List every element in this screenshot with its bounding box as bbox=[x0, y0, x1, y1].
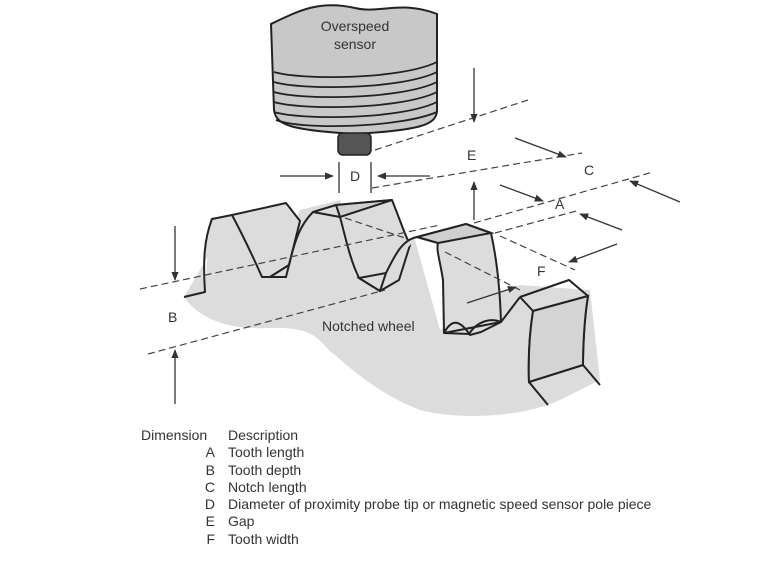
legend-key: F bbox=[206, 530, 215, 547]
legend-description: Tooth depth bbox=[228, 461, 302, 478]
legend-key: D bbox=[204, 496, 215, 513]
legend-row: A Tooth length bbox=[141, 444, 651, 461]
sensor-label-line1: Overspeed bbox=[321, 18, 389, 34]
legend-header: Dimension Description bbox=[141, 427, 651, 444]
dim-label-b: B bbox=[168, 309, 177, 325]
legend-row: F Tooth width bbox=[141, 531, 651, 548]
sensor-tip bbox=[337, 132, 372, 156]
legend-description: Tooth length bbox=[228, 444, 305, 461]
legend-row: D Diameter of proximity probe tip or mag… bbox=[141, 496, 651, 513]
dim-label-a: A bbox=[555, 196, 565, 212]
dimension-legend: Dimension Description A Tooth length B T… bbox=[141, 427, 651, 548]
notched-wheel-diagram: Overspeed sensor A B C D E F Notched whe bbox=[139, 4, 681, 416]
sensor-body bbox=[269, 4, 438, 136]
notched-wheel bbox=[183, 199, 601, 416]
sensor-label-line2: sensor bbox=[334, 36, 376, 52]
dim-label-f: F bbox=[537, 263, 546, 279]
tooth-1 bbox=[183, 202, 301, 298]
reference-lines bbox=[139, 99, 654, 355]
legend-key: C bbox=[204, 478, 215, 495]
legend-key: A bbox=[205, 444, 215, 461]
legend-row: B Tooth depth bbox=[141, 462, 651, 479]
legend-description: Gap bbox=[228, 513, 255, 530]
legend-description: Notch length bbox=[228, 478, 307, 495]
legend-header-dimension: Dimension bbox=[141, 427, 208, 443]
wheel-label: Notched wheel bbox=[322, 318, 415, 334]
dim-label-d: D bbox=[350, 168, 360, 184]
legend-row: E Gap bbox=[141, 513, 651, 530]
legend-key: B bbox=[205, 461, 215, 478]
legend-header-description: Description bbox=[228, 427, 299, 443]
dim-label-c: C bbox=[584, 162, 594, 178]
legend-description: Diameter of proximity probe tip or magne… bbox=[228, 496, 652, 513]
overspeed-sensor: Overspeed sensor bbox=[269, 4, 438, 156]
legend-description: Tooth width bbox=[228, 530, 299, 547]
legend-key: E bbox=[205, 513, 215, 530]
dimension-arrows bbox=[171, 68, 681, 404]
legend-row: C Notch length bbox=[141, 479, 651, 496]
dim-label-e: E bbox=[467, 147, 476, 163]
